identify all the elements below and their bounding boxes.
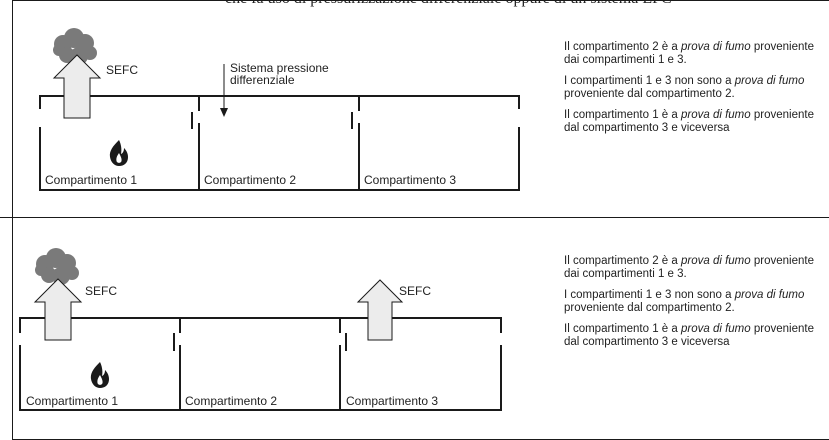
sefc-label: SEFC: [106, 63, 138, 77]
pressure-system-label-line1: Sistema pressione: [230, 61, 329, 75]
compartment-1-label: Compartimento 1: [45, 173, 137, 187]
panel-2-building: [19, 317, 502, 411]
panel-1-building: [39, 95, 520, 191]
description-paragraph-2: I compartimenti 1 e 3 non sono a prova d…: [564, 75, 805, 100]
description-paragraph-2: I compartimenti 1 e 3 non sono a prova d…: [564, 289, 805, 314]
description-paragraph-1: Il compartimento 2 è a prova di fumo pro…: [564, 255, 814, 280]
description-paragraph-1: Il compartimento 2 è a prova di fumo pro…: [564, 41, 814, 66]
header-fragment: che fa uso di pressurizzazione differenz…: [225, 0, 829, 12]
fire-icon: [90, 362, 109, 388]
description-paragraph-3: Il compartimento 1 è a prova di fumo pro…: [564, 109, 814, 134]
sefc-up-arrow-icon: [33, 278, 83, 341]
sefc-up-arrow-icon: [52, 54, 102, 119]
down-arrow-icon: [220, 64, 228, 117]
pressure-system-label-line2: differenziale: [230, 73, 295, 87]
compartment-2-label: Compartimento 2: [185, 394, 277, 408]
sefc-up-arrow-icon: [356, 279, 404, 341]
sefc-label-2: SEFC: [399, 284, 431, 298]
fire-icon: [109, 140, 128, 166]
description-paragraph-3: Il compartimento 1 è a prova di fumo pro…: [564, 323, 814, 348]
panel-2-description: Il compartimento 2 è a prova di fumo pro…: [564, 255, 824, 358]
compartment-1-label: Compartimento 1: [26, 394, 118, 408]
compartment-3-label: Compartimento 3: [346, 394, 438, 408]
panel-1-description: Il compartimento 2 è a prova di fumo pro…: [564, 41, 824, 144]
compartment-2-label: Compartimento 2: [204, 173, 296, 187]
compartment-3-label: Compartimento 3: [364, 173, 456, 187]
sefc-label-1: SEFC: [85, 284, 117, 298]
